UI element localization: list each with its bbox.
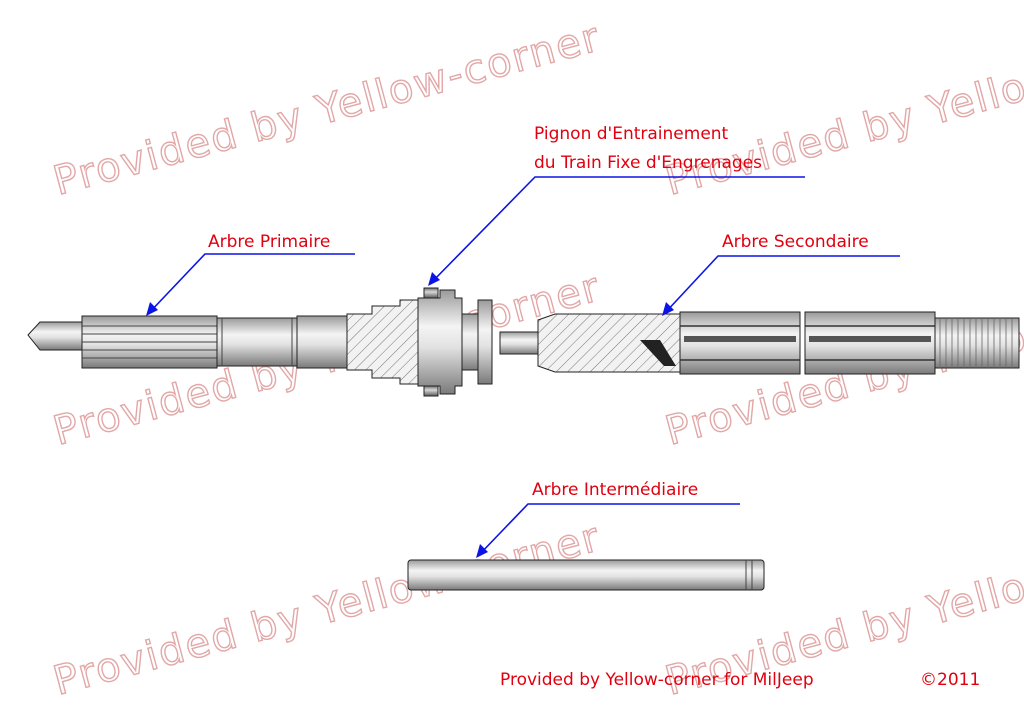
leader-arbre-intermediaire [477,503,740,557]
leader-pignon [429,176,805,285]
label-arbre-secondaire: Arbre Secondaire [722,232,869,252]
watermark-text: Provided by Yellow-corner [49,14,606,204]
footer-credit: Provided by Yellow-corner for MilJeep [500,670,814,690]
leader-arbre-secondaire [663,255,900,315]
arbre-primaire-shaft [27,287,493,397]
arbre-intermediaire-shaft [407,559,765,591]
label-arbre-primaire: Arbre Primaire [208,232,330,252]
footer-copyright: ©2011 [920,670,980,690]
label-pignon-line2: du Train Fixe d'Engrenages [534,153,762,173]
label-arbre-intermediaire: Arbre Intermédiaire [532,480,698,500]
label-pignon-line1: Pignon d'Entrainement [534,124,729,144]
arbre-secondaire-shaft [499,311,1020,375]
watermark-text: Provided by Yellow-corner [661,14,1024,204]
leader-arbre-primaire [147,253,355,315]
leader-lines [146,176,900,558]
